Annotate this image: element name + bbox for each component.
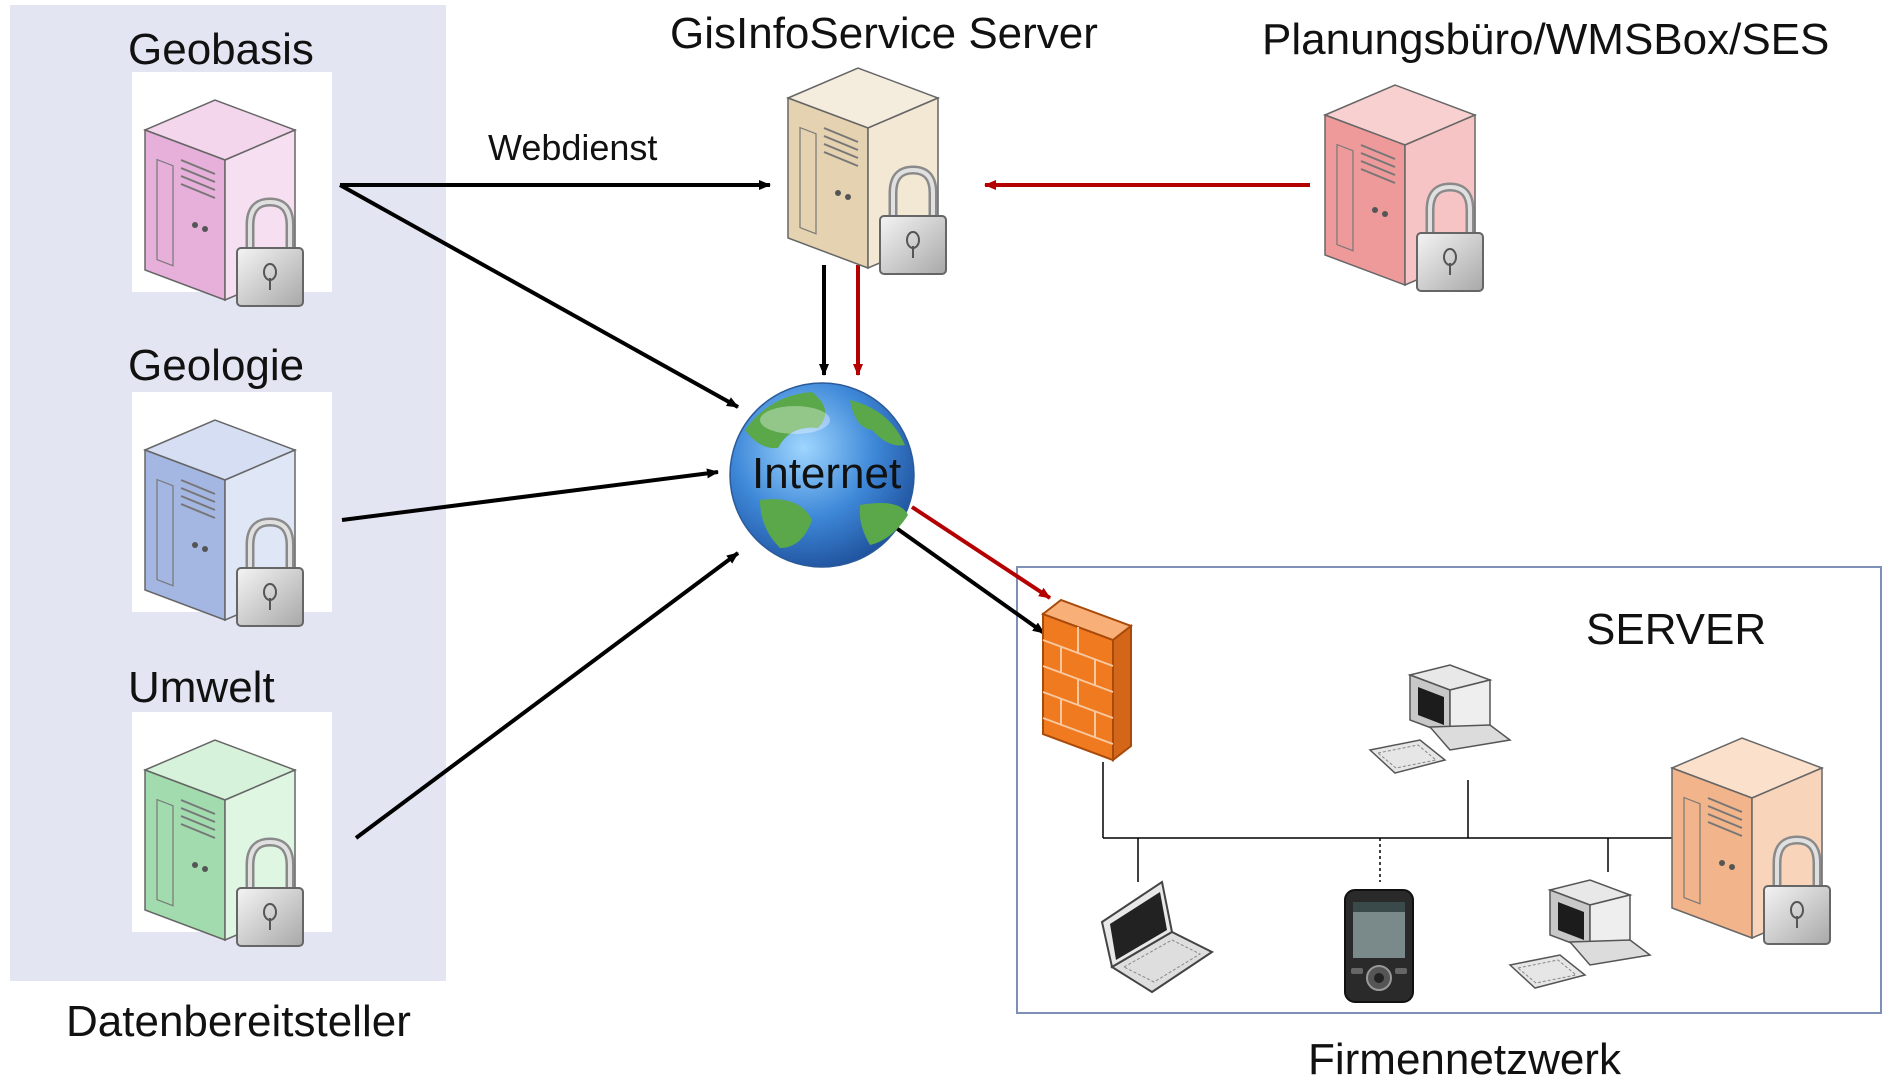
- firmennetzwerk-box: [1016, 566, 1882, 1014]
- label-planungsbuero: Planungsbüro/WMSBox/SES: [1262, 15, 1830, 64]
- pda-phone-icon: [1344, 889, 1414, 1003]
- desktop-computer-icon: [1509, 879, 1651, 989]
- arrow-internet-to-firewall-black: [890, 523, 1046, 635]
- globe-icon: [729, 382, 915, 568]
- geologie-server-icon: [145, 420, 303, 626]
- umwelt-server-icon: [145, 740, 303, 946]
- label-internet: Internet: [752, 449, 902, 498]
- label-geobasis: Geobasis: [128, 25, 314, 74]
- arrow-internet-to-firewall-red: [910, 505, 1052, 600]
- gisinfo-server-icon: [788, 68, 946, 274]
- label-datenbereitsteller: Datenbereitsteller: [66, 997, 411, 1046]
- network-server-icon: [1672, 738, 1830, 944]
- label-gisinfo-server: GisInfoService Server: [670, 9, 1098, 58]
- arrow-umwelt-to-internet: [354, 551, 740, 840]
- lan-bus: [1102, 762, 1678, 882]
- firewall-icon: [1040, 598, 1134, 763]
- label-geologie: Geologie: [128, 341, 305, 390]
- label-server: SERVER: [1586, 605, 1767, 654]
- desktop-computer-icon: [1369, 664, 1511, 774]
- geobasis-server-icon: [145, 100, 303, 306]
- arrows: [339, 180, 1310, 840]
- planungsbuero-server-icon: [1325, 85, 1483, 291]
- laptop-icon: [1101, 881, 1213, 993]
- arrow-geobasis-to-internet: [339, 183, 739, 409]
- label-umwelt: Umwelt: [128, 663, 275, 712]
- label-webdienst: Webdienst: [488, 127, 658, 168]
- label-firmennetzwerk: Firmennetzwerk: [1308, 1035, 1621, 1084]
- arrow-geologie-to-internet: [341, 468, 719, 522]
